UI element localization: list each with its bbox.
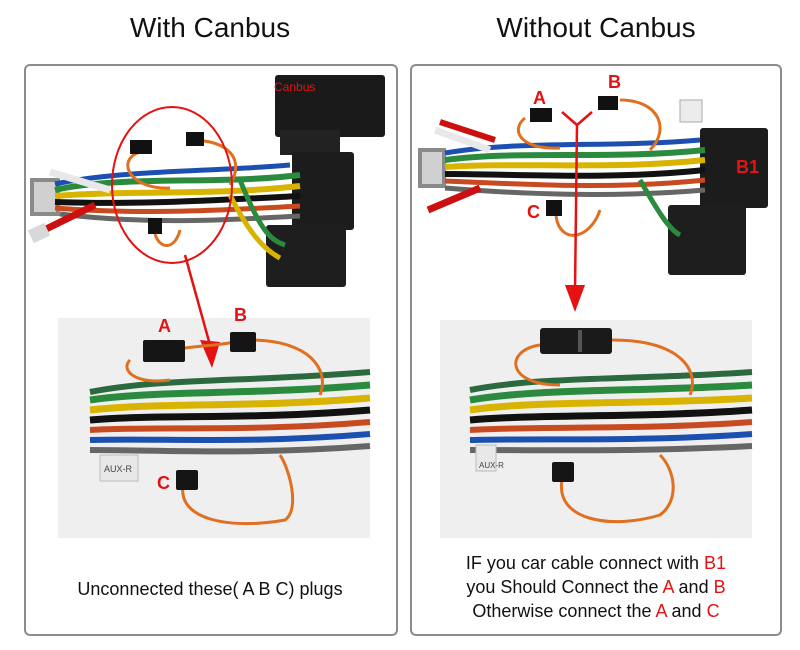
right-label-c: C — [527, 202, 540, 222]
left-aux-tag: AUX-R — [104, 464, 133, 474]
left-label-a: A — [158, 316, 171, 336]
right-aux-tag: AUX-R — [479, 461, 504, 470]
right-caption-line-1: IF you car cable connect with B1 — [465, 553, 727, 573]
left-zoom-photo: AUX-R — [89, 332, 371, 526]
right-caption-line-3: Otherwise connect the A and C — [472, 601, 720, 621]
heading-without-canbus: Without Canbus — [496, 12, 696, 43]
left-label-b: B — [234, 305, 247, 325]
right-caption-line-2: you Should Connect the A and B — [466, 577, 726, 597]
left-label-c: C — [157, 473, 170, 493]
right-label-a: A — [533, 88, 546, 108]
right-zoom-photo: AUX-R — [469, 328, 753, 524]
right-label-b: B — [608, 72, 621, 92]
right-harness-photo — [418, 96, 768, 312]
right-caption: IF you car cable connect with B1 you Sho… — [410, 551, 782, 623]
canbus-box-tag: Canbus — [274, 80, 316, 94]
left-caption: Unconnected these( A B C) plugs — [77, 579, 343, 599]
right-label-b1: B1 — [736, 157, 760, 177]
left-harness-photo — [27, 75, 385, 368]
heading-with-canbus: With Canbus — [129, 12, 291, 43]
